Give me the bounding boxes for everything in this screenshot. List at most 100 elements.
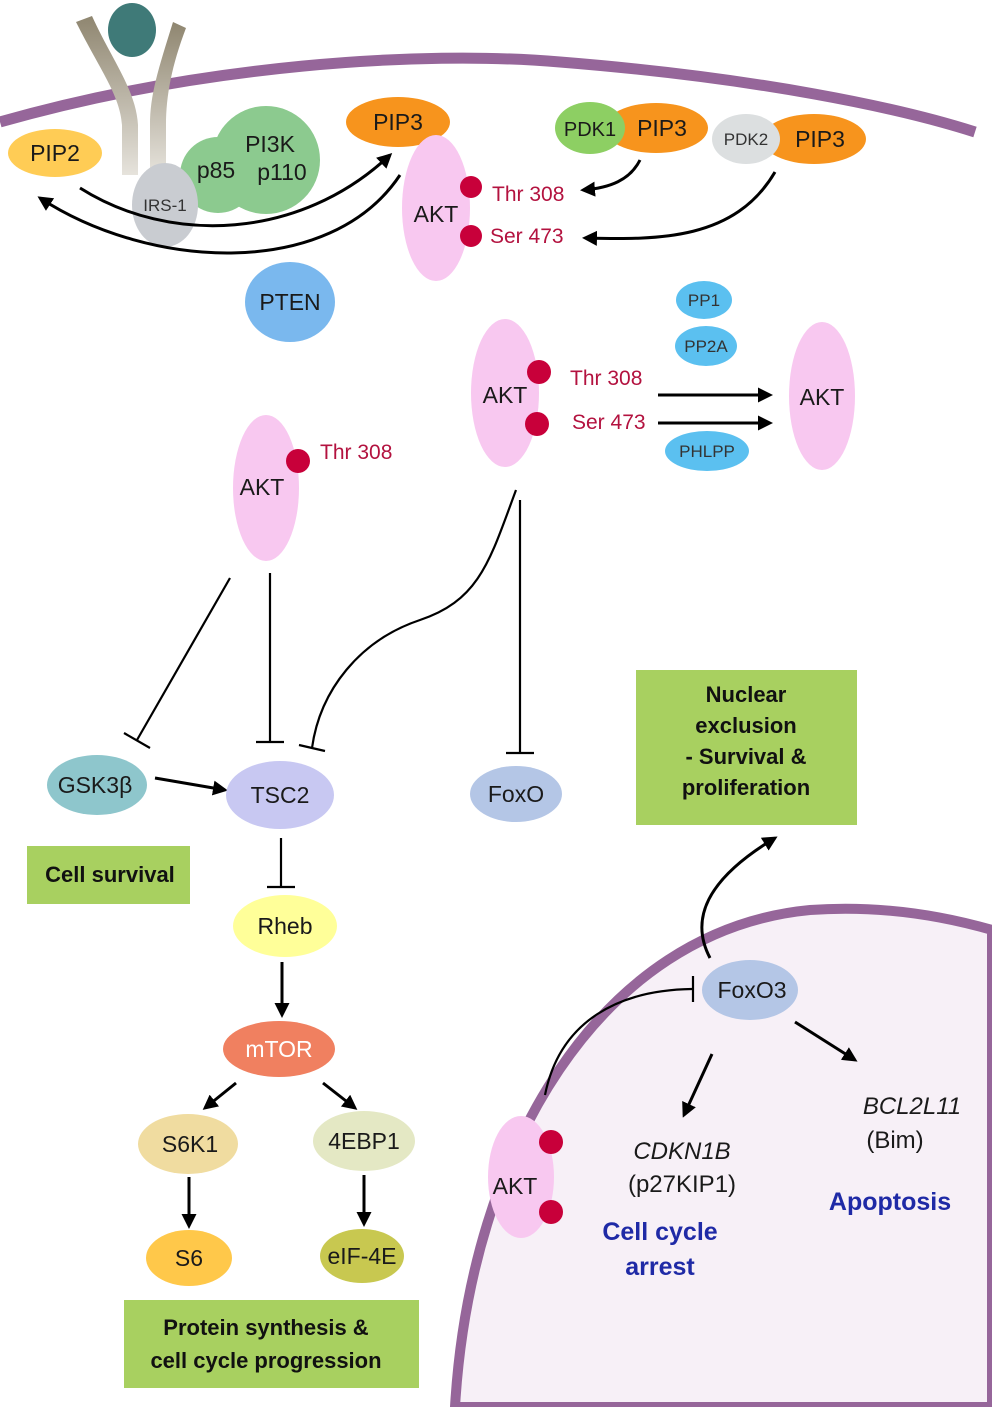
p110-label: p110 — [257, 159, 306, 185]
foxo3-node — [702, 960, 798, 1020]
cell-cycle-arrest-line-2: arrest — [625, 1253, 695, 1281]
4ebp1-node — [313, 1111, 415, 1171]
s6-node — [146, 1230, 232, 1286]
pp1-label: PP1 — [688, 291, 720, 310]
pip3-pdk1-node — [604, 103, 708, 153]
irs1-label: IRS-1 — [143, 196, 186, 215]
phlpp-label: PHLPP — [679, 442, 735, 461]
tsc2-node — [226, 761, 334, 829]
nuclear-line-3: - Survival & — [685, 744, 806, 769]
pip3-node — [346, 97, 450, 147]
thr308-label-2: Thr 308 — [570, 367, 642, 390]
p27-label: (p27KIP1) — [628, 1171, 736, 1198]
akt-nuclear-label: AKT — [493, 1173, 538, 1199]
nuclear-line-2: exclusion — [695, 713, 796, 738]
pi3k-complex: PI3K p85 p110 — [180, 106, 320, 214]
cell-survival-label: Cell survival — [45, 862, 175, 887]
pip2-to-pip3-arrow — [79, 152, 393, 228]
thr308-site-icon — [286, 449, 310, 473]
cell-cycle-arrest-line-1: Cell cycle — [602, 1218, 717, 1246]
foxo3-to-cdkn1b-arrow — [682, 1053, 714, 1118]
ligand-icon — [108, 3, 156, 57]
pp1-node — [676, 281, 732, 319]
pten-node — [245, 262, 335, 342]
pten-pip3-to-pip2-arrow — [37, 174, 402, 255]
pi3k-label: PI3K — [245, 131, 296, 157]
cdkn1b-gene: CDKN1B — [633, 1138, 730, 1165]
nucleus — [449, 903, 992, 1407]
pp2a-label: PP2A — [684, 337, 728, 356]
nuclear-line-4: proliferation — [682, 775, 810, 800]
foxo3-label: FoxO3 — [717, 977, 786, 1003]
eif4e-label: eIF-4E — [327, 1243, 396, 1269]
mtor-to-4ebp1-arrow — [322, 1081, 358, 1110]
protein-line-1: Protein synthesis & — [163, 1315, 369, 1340]
foxo3-export-arrow — [700, 836, 778, 959]
foxo3-to-bcl2l11-arrow — [794, 1020, 858, 1062]
akt-inactive-label: AKT — [800, 384, 845, 410]
akt-membrane-label: AKT — [414, 201, 459, 227]
apoptosis-label: Apoptosis — [829, 1188, 951, 1216]
pdk1-to-thr308-arrow — [580, 159, 642, 197]
pten-label: PTEN — [259, 289, 320, 315]
akt-inactive-node — [789, 322, 855, 470]
protein-synthesis-box — [124, 1300, 419, 1388]
bim-label: (Bim) — [866, 1127, 923, 1154]
akt-active-node — [471, 319, 539, 467]
foxo-label: FoxO — [488, 781, 544, 807]
ser473-label-2: Ser 473 — [572, 411, 646, 434]
phospho-site-icon — [539, 1200, 563, 1224]
ser473-site-icon — [525, 412, 549, 436]
pip3-pdk2-label: PIP3 — [795, 126, 845, 152]
ser473-site-icon — [460, 225, 482, 247]
akt-active-label: AKT — [483, 382, 528, 408]
akt-membrane-node — [402, 135, 470, 281]
pip2-node — [8, 129, 102, 177]
pip2-label: PIP2 — [30, 140, 80, 166]
mtor-label: mTOR — [245, 1036, 312, 1062]
phospho-site-icon — [539, 1130, 563, 1154]
pdk2-node — [712, 114, 780, 164]
ser473-label-1: Ser 473 — [490, 225, 564, 248]
thr308-label-3: Thr 308 — [320, 441, 392, 464]
mtor-node — [223, 1021, 335, 1077]
thr308-site-icon — [460, 176, 482, 198]
p85-label: p85 — [197, 157, 235, 183]
nuclear-exclusion-box — [636, 670, 857, 825]
pip3-pdk2-node — [762, 114, 866, 164]
mtor-to-s6k1-arrow — [202, 1081, 237, 1110]
pdk2-to-ser473-arrow — [582, 171, 777, 246]
gsk3b-node — [47, 755, 147, 815]
s6k1-node — [138, 1114, 238, 1174]
receptor-icon — [76, 16, 186, 175]
eif4e-node — [320, 1229, 404, 1283]
akt-nuclear-node — [488, 1116, 554, 1238]
pip3-label: PIP3 — [373, 109, 423, 135]
thr308-label-1: Thr 308 — [492, 183, 564, 206]
gsk3b-label: GSK3β — [58, 772, 133, 798]
pdk1-label: PDK1 — [564, 119, 616, 141]
tsc2-label: TSC2 — [251, 782, 310, 808]
inhibition-bar-icon — [123, 489, 695, 1096]
thr308-site-icon — [527, 360, 551, 384]
s6k1-label: S6K1 — [162, 1131, 218, 1157]
pdk1-node — [555, 102, 625, 154]
pip3-pdk1-label: PIP3 — [637, 115, 687, 141]
bcl2l11-gene: BCL2L11 — [863, 1093, 961, 1120]
rheb-node — [233, 895, 337, 957]
plasma-membrane — [0, 52, 977, 138]
pp2a-node — [675, 326, 737, 366]
phlpp-node — [665, 431, 749, 471]
akt-thr308-node — [233, 415, 299, 561]
cell-survival-box — [27, 846, 190, 904]
4ebp1-label: 4EBP1 — [328, 1128, 400, 1154]
akt-thr308-label: AKT — [240, 474, 285, 500]
rheb-label: Rheb — [258, 913, 313, 939]
protein-line-2: cell cycle progression — [150, 1348, 381, 1373]
irs1-node — [132, 163, 198, 247]
pdk2-label: PDK2 — [724, 130, 768, 149]
nuclear-line-1: Nuclear — [706, 682, 787, 707]
gsk3b-to-tsc2-arrow — [154, 776, 228, 796]
